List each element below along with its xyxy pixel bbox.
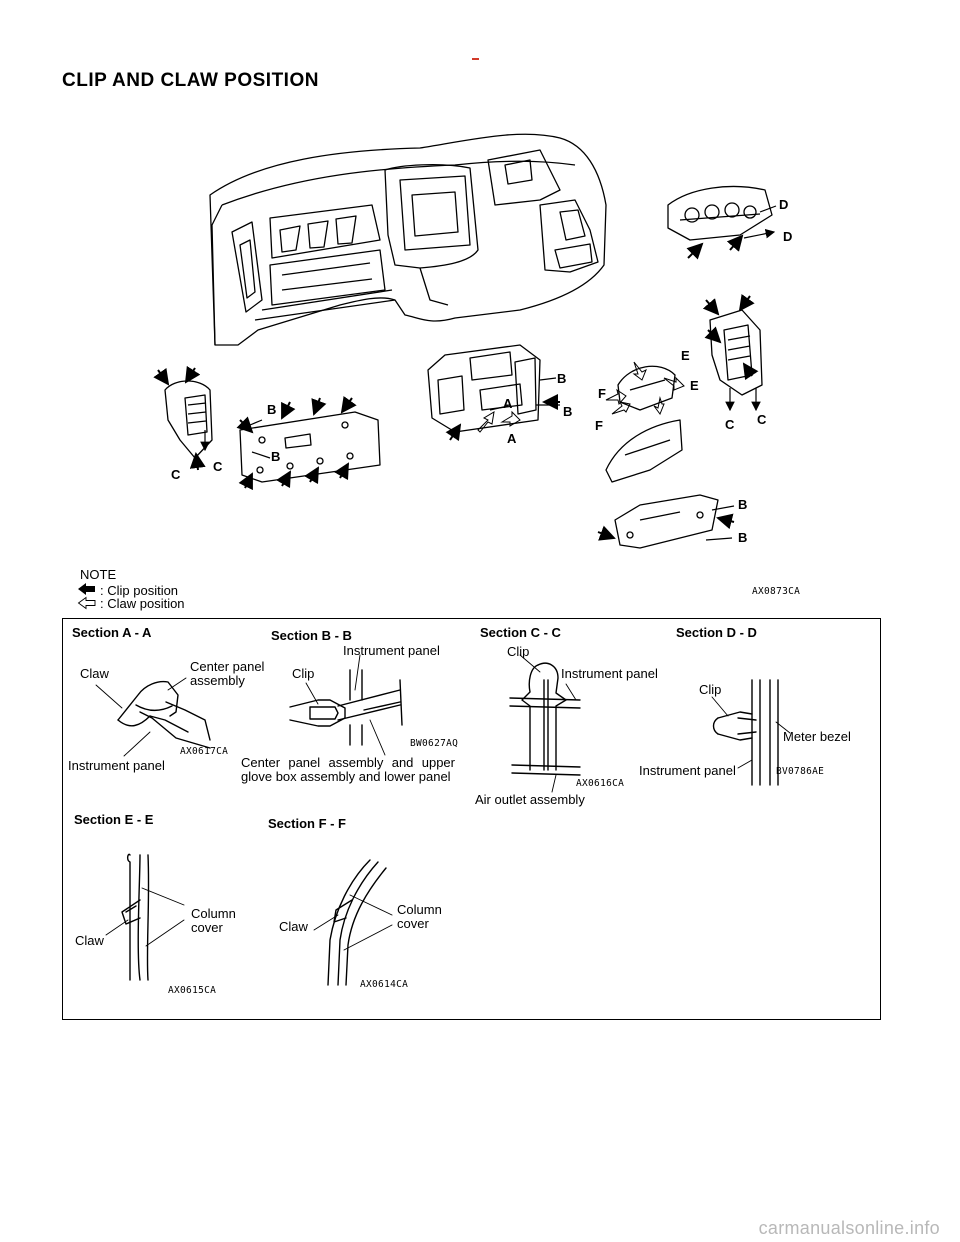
section-b-instrument-panel-label: Instrument panel — [343, 643, 440, 658]
meter-bezel-drawing — [667, 185, 773, 241]
overview-code: AX0873CA — [752, 586, 801, 597]
letter-b-3: B — [267, 402, 277, 417]
letter-c-4: C — [757, 412, 767, 427]
letter-b-5: B — [738, 497, 748, 512]
letter-b-4: B — [271, 449, 281, 464]
letter-b-1: B — [557, 371, 567, 386]
section-d-code: BV0786AE — [776, 766, 825, 777]
column-cover-upper-drawing — [617, 365, 676, 411]
header-red-mark — [472, 58, 479, 60]
section-c-code: AX0616CA — [576, 778, 625, 789]
section-b-drawing — [289, 654, 403, 756]
section-a-code: AX0617CA — [180, 746, 229, 757]
letter-b-2: B — [563, 404, 573, 419]
filled-arrow-icon — [78, 583, 95, 595]
section-d-instrument-panel-label: Instrument panel — [639, 763, 736, 778]
lower-panel-drawing — [614, 494, 719, 549]
section-c-clip-label: Clip — [507, 644, 530, 659]
section-c-title: Section C - C — [480, 625, 561, 640]
section-f-column-cover-label: Column cover — [397, 902, 442, 931]
letter-f-1: F — [598, 386, 606, 401]
section-e-column-cover-label: Column cover — [191, 906, 236, 935]
letter-c-2: C — [213, 459, 223, 474]
section-d-drawing — [711, 679, 791, 786]
outline-arrow-icon — [77, 596, 96, 610]
section-b-clip-label: Clip — [292, 666, 315, 681]
section-e-drawing — [105, 853, 185, 981]
section-a-center-panel-label: Center panel assembly — [190, 659, 265, 688]
section-f-title: Section F - F — [268, 816, 346, 831]
page-title: CLIP AND CLAW POSITION — [62, 70, 319, 91]
section-d-meter-bezel-label: Meter bezel — [783, 729, 851, 744]
note-clip: : Clip position — [100, 583, 179, 598]
sections-panel — [62, 618, 881, 1020]
section-f-drawing — [313, 859, 393, 986]
letter-d-1: D — [779, 197, 789, 212]
section-b-caption: Center panel assembly and upper glove bo… — [241, 755, 455, 784]
clip-arrows — [153, 234, 759, 541]
section-e-code: AX0615CA — [168, 985, 217, 996]
overview-diagram — [153, 133, 777, 549]
section-b-title: Section B - B — [271, 628, 352, 643]
center-panel-drawing — [427, 344, 541, 433]
section-c-drawing — [509, 654, 581, 793]
section-c-instrument-panel-label: Instrument panel — [561, 666, 658, 681]
section-f-claw-label: Claw — [279, 919, 308, 934]
section-e-claw-label: Claw — [75, 933, 104, 948]
column-cover-lower-drawing — [605, 419, 683, 483]
letter-e-2: E — [690, 378, 699, 393]
section-a-drawing — [95, 677, 211, 757]
note-claw: : Claw position — [100, 596, 185, 611]
section-d-clip-label: Clip — [699, 682, 722, 697]
section-a-claw-label: Claw — [80, 666, 109, 681]
section-d-title: Section D - D — [676, 625, 757, 640]
section-a-instrument-panel-label: Instrument panel — [68, 758, 165, 773]
letter-a-2: A — [507, 431, 517, 446]
letter-c-1: C — [171, 467, 181, 482]
note-heading: NOTE — [80, 567, 117, 582]
left-air-outlet-drawing — [164, 380, 213, 459]
letter-e-1: E — [681, 348, 690, 363]
section-f-code: AX0614CA — [360, 979, 409, 990]
instrument-panel-drawing — [209, 133, 607, 346]
claw-arrows — [477, 361, 685, 433]
section-e-title: Section E - E — [74, 812, 154, 827]
footer-watermark: carmanualsonline.info — [758, 1218, 940, 1238]
letter-a-1: A — [503, 396, 513, 411]
section-b-code: BW0627AQ — [410, 738, 459, 749]
section-a-title: Section A - A — [72, 625, 152, 640]
section-c-air-outlet-label: Air outlet assembly — [475, 792, 585, 807]
letter-c-3: C — [725, 417, 735, 432]
letter-b-6: B — [738, 530, 748, 545]
letter-f-2: F — [595, 418, 603, 433]
letter-d-2: D — [783, 229, 793, 244]
